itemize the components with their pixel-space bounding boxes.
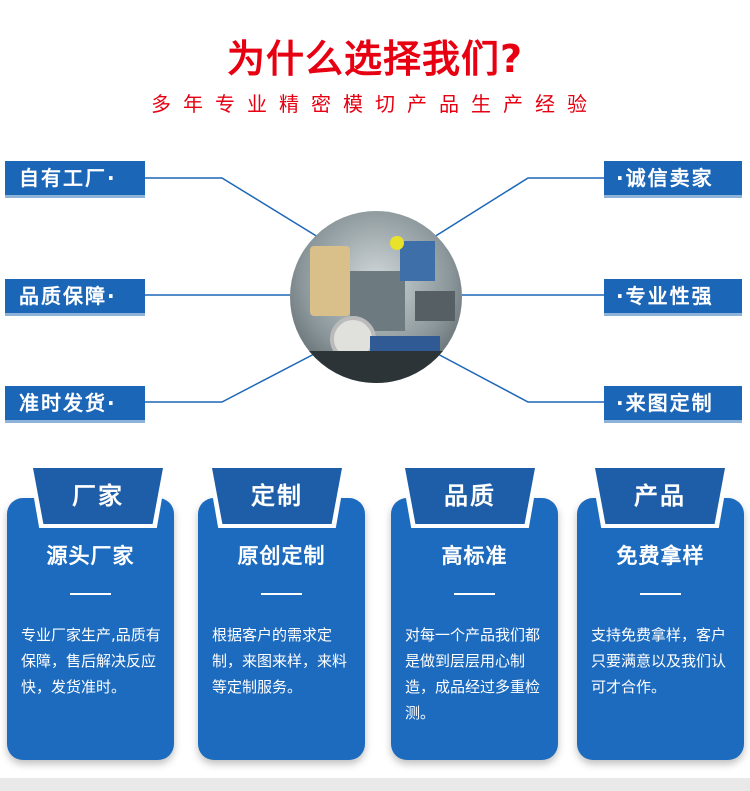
card-body: 支持免费拿样，客户只要满意以及我们认可才合作。	[591, 626, 727, 696]
card-quality: 高标准 对每一个产品我们都是做到层层用心制造，成品经过多重检测。	[391, 498, 558, 760]
tag-factory: 厂家	[33, 468, 163, 524]
card-body: 根据客户的需求定制，来图来样，来料等定制服务。	[212, 626, 348, 696]
feature-quality-assurance: 品质保障·	[5, 279, 145, 313]
connector-lines	[145, 177, 604, 403]
card-custom: 原创定制 根据客户的需求定制，来图来样，来料等定制服务。	[198, 498, 365, 760]
card-heading: 源头厂家	[46, 544, 135, 568]
card-body: 对每一个产品我们都是做到层层用心制造，成品经过多重检测。	[405, 626, 541, 722]
feature-on-time-delivery: 准时发货·	[5, 386, 145, 420]
feature-professional: ·专业性强	[604, 279, 742, 313]
tag-custom: 定制	[212, 468, 342, 524]
tag-product: 产品	[595, 468, 725, 524]
card-divider	[640, 593, 681, 595]
tag-quality: 品质	[405, 468, 535, 524]
card-heading: 原创定制	[237, 544, 326, 568]
factory-photo	[290, 211, 462, 383]
card-divider	[261, 593, 302, 595]
feature-honest-seller: ·诚信卖家	[604, 161, 742, 195]
card-body: 专业厂家生产,品质有保障，售后解决反应快，发货准时。	[21, 626, 161, 696]
card-divider	[70, 593, 111, 595]
bottom-strip	[0, 778, 750, 791]
page-subtitle: 多年专业精密模切产品生产经验	[151, 92, 599, 116]
card-heading: 高标准	[441, 544, 508, 568]
feature-own-factory: 自有工厂·	[5, 161, 145, 195]
card-product: 免费拿样 支持免费拿样，客户只要满意以及我们认可才合作。	[577, 498, 744, 760]
page-title: 为什么选择我们?	[226, 37, 524, 81]
feature-custom-drawing: ·来图定制	[604, 386, 742, 420]
card-heading: 免费拿样	[616, 544, 705, 568]
card-factory: 源头厂家 专业厂家生产,品质有保障，售后解决反应快，发货准时。	[7, 498, 174, 760]
card-divider	[454, 593, 495, 595]
